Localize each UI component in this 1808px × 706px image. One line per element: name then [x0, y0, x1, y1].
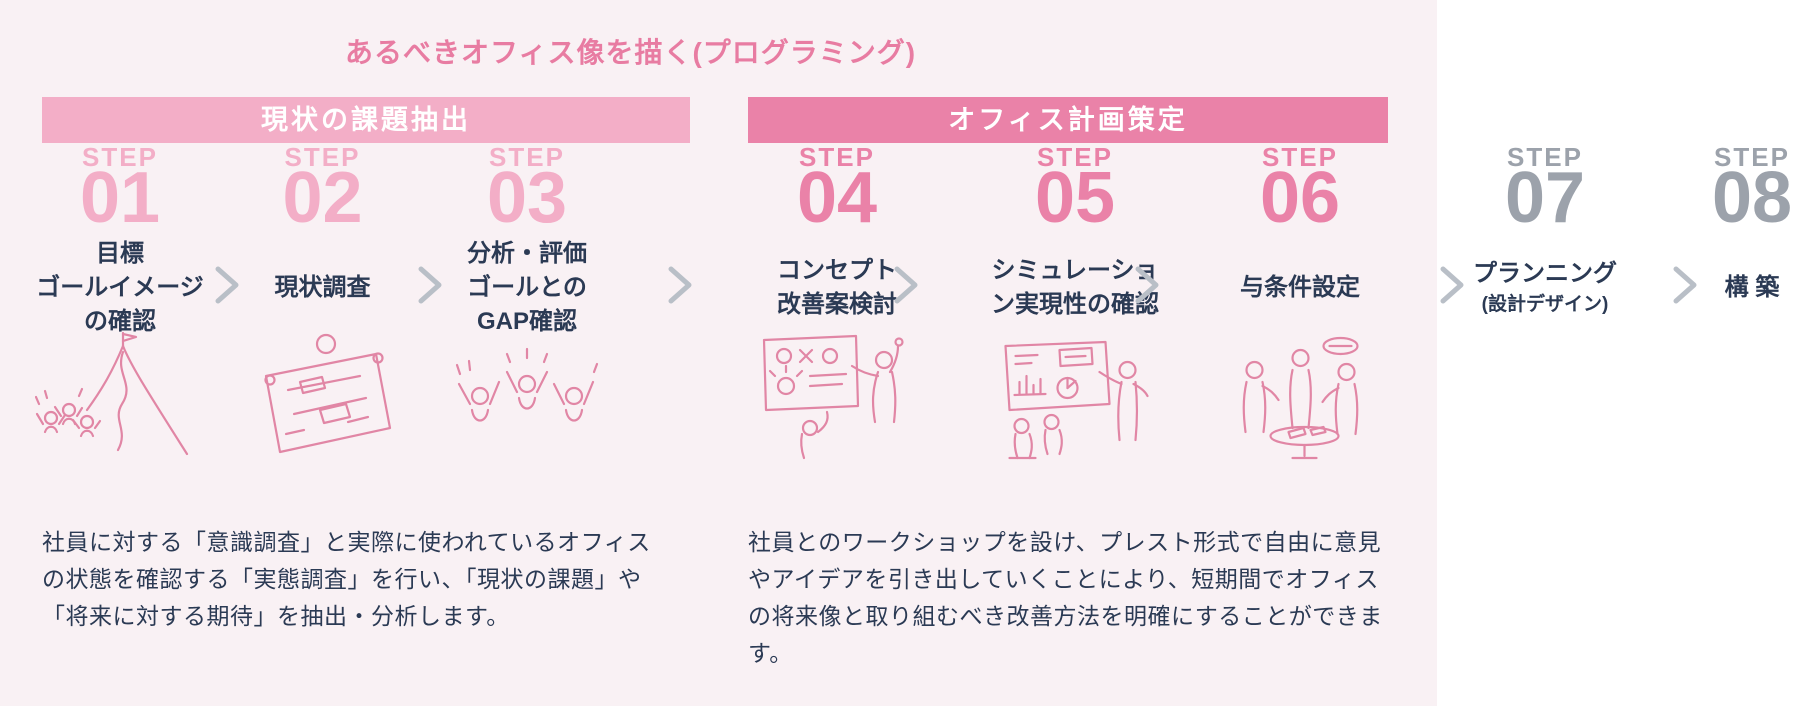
- step-04-column: STEP 04 コンセプト改善案検討: [742, 0, 932, 480]
- chevron-right-icon: [1134, 266, 1160, 304]
- step-number: 05: [1034, 158, 1116, 238]
- step-label: STEP: [82, 142, 158, 172]
- people-cheering-illustration: [455, 347, 599, 422]
- phase-banner-office-planning: オフィス計画策定: [748, 97, 1388, 143]
- step-07-column: STEP 07 プランニング(設計デザイン): [1455, 0, 1635, 480]
- step-label: STEP: [284, 142, 361, 172]
- step-title: コンセプト改善案検討: [777, 257, 897, 318]
- step-label: STEP: [1262, 142, 1338, 172]
- chevron-right-icon: [1672, 266, 1698, 304]
- step-title: プランニング(設計デザイン): [1473, 260, 1617, 315]
- step-number: 07: [1504, 158, 1586, 238]
- page-title: あるべきオフィス像を描く(プログラミング): [345, 37, 917, 68]
- step-number: 01: [79, 158, 161, 238]
- step-label: STEP: [1507, 142, 1583, 172]
- step-05-column: STEP 05 シミュレーション実現性の確認: [975, 0, 1175, 480]
- chart-presentation-illustration: [1004, 340, 1149, 460]
- step-number: 08: [1711, 158, 1793, 238]
- step-number: 03: [486, 158, 568, 238]
- step-number: 02: [282, 158, 363, 238]
- chevron-right-icon: [417, 266, 443, 304]
- person-checking-floorplan-illustration: [263, 333, 391, 454]
- step-title: 目標ゴールイメージの確認: [36, 240, 204, 335]
- step-title: シミュレーション実現性の確認: [991, 257, 1159, 318]
- step-title: 構 築: [1724, 274, 1780, 301]
- chevron-right-icon: [667, 266, 693, 304]
- team-climbing-mountain-illustration: [35, 331, 189, 456]
- step-label: STEP: [1037, 142, 1113, 172]
- step-08-column: STEP 08 構 築: [1696, 0, 1808, 480]
- whiteboard-idea-discussion-illustration: [762, 334, 904, 460]
- step-02-column: STEP 02 現状調査: [235, 0, 410, 480]
- chevron-right-icon: [893, 266, 919, 304]
- phase-2-description: 社員とのワークショップを設け、プレスト形式で自由に意見やアイデアを引き出していく…: [748, 529, 1383, 666]
- step-number: 04: [796, 158, 878, 238]
- step-label: STEP: [799, 142, 875, 172]
- step-label: STEP: [1714, 142, 1790, 172]
- chevron-right-icon: [214, 266, 240, 304]
- step-label: STEP: [489, 142, 565, 172]
- chevron-right-icon: [1439, 266, 1465, 304]
- phase-banner-current-issues: 現状の課題抽出: [42, 97, 690, 143]
- round-table-meeting-illustration: [1242, 336, 1359, 460]
- step-title: 現状調査: [274, 274, 371, 301]
- step-01-column: STEP 01 目標ゴールイメージの確認: [30, 0, 210, 480]
- step-number: 06: [1259, 158, 1341, 238]
- step-06-column: STEP 06 与条件設定: [1205, 0, 1395, 480]
- phase-1-description: 社員に対する「意識調査」と実際に使われているオフィスの状態を確認する「実態調査」…: [42, 529, 651, 629]
- step-title: 与条件設定: [1240, 274, 1360, 301]
